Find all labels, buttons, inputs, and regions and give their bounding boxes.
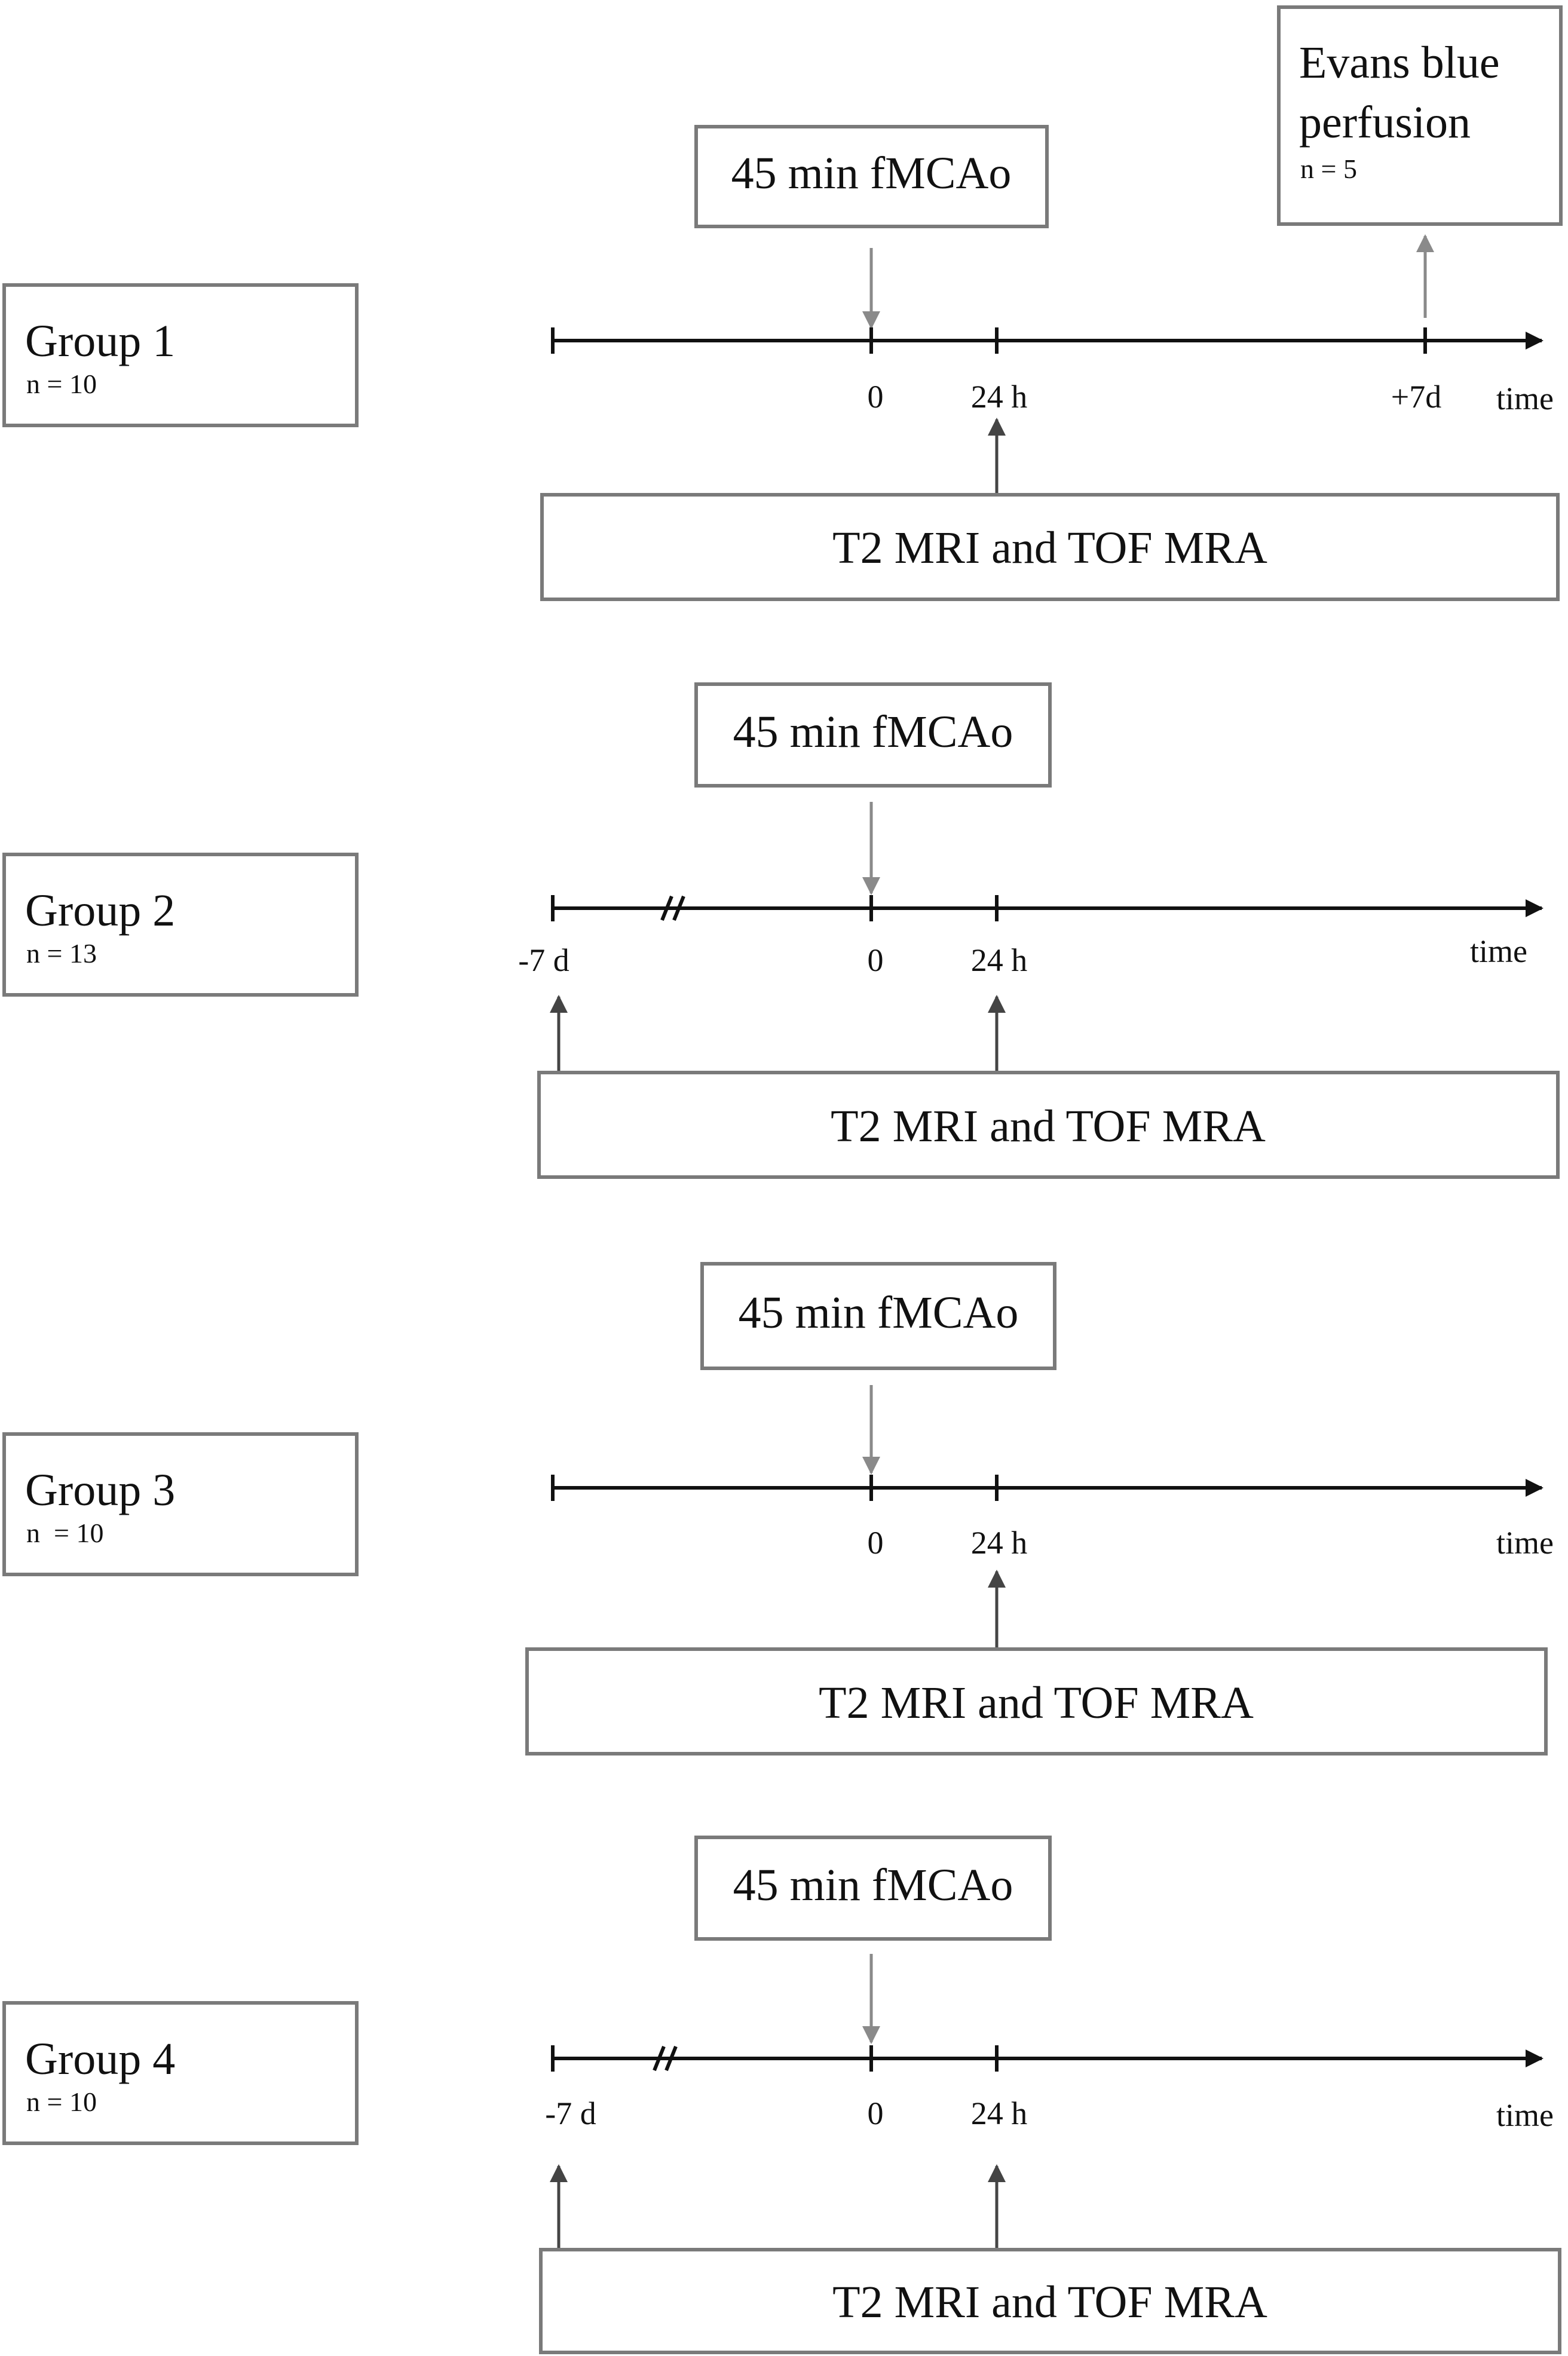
group-1-n: n = 10 [26, 369, 97, 399]
group-1-imaging-label: T2 MRI and TOF MRA [832, 523, 1267, 573]
group-4-panel: Group 4 n = 10 45 min fMCAo -7 d 0 24 h … [2, 1836, 1561, 2354]
group-1-panel: Group 1 n = 10 45 min fMCAo Evans blue p… [2, 5, 1563, 601]
group-3-tick-label-24h: 24 h [971, 1525, 1028, 1561]
group-3-imaging-box: T2 MRI and TOF MRA [525, 1647, 1548, 1755]
group-4-label-box: Group 4 n = 10 [2, 2001, 359, 2145]
group-2-label: Group 2 [25, 886, 175, 936]
group-1-tick-label-24h: 24 h [971, 379, 1028, 415]
group-4-tick-label-24h: 24 h [971, 2095, 1028, 2131]
group-2-time-axis [551, 895, 1544, 921]
group-4-imaging-box: T2 MRI and TOF MRA [539, 2248, 1561, 2354]
group-4-tick-label-0: 0 [868, 2095, 884, 2131]
group-2-tick-label-0: 0 [868, 942, 884, 978]
group-3-time-axis [551, 1475, 1544, 1501]
group-1-time-axis [551, 327, 1544, 354]
group-1-evans-blue-box: Evans blue perfusion n = 5 [1277, 5, 1563, 226]
group-1-tick-label-7d: +7d [1391, 379, 1441, 415]
group-1-evans-blue-n: n = 5 [1300, 154, 1357, 184]
group-2-label-box: Group 2 n = 13 [2, 853, 359, 997]
group-4-label: Group 4 [25, 2034, 175, 2084]
group-1-occlusion-label: 45 min fMCAo [731, 148, 1012, 198]
group-2-imaging-label: T2 MRI and TOF MRA [831, 1101, 1266, 1151]
group-4-occlusion-box: 45 min fMCAo [694, 1836, 1052, 1941]
group-2-imaging-box: T2 MRI and TOF MRA [537, 1071, 1560, 1179]
group-1-imaging-box: T2 MRI and TOF MRA [540, 493, 1560, 601]
group-4-n: n = 10 [26, 2087, 97, 2117]
group-3-occlusion-label: 45 min fMCAo [739, 1288, 1019, 1338]
group-1-tick-label-0: 0 [868, 379, 884, 415]
group-2-n: n = 13 [26, 938, 97, 969]
group-3-label: Group 3 [25, 1465, 175, 1515]
group-2-panel: Group 2 n = 13 45 min fMCAo -7 d 0 24 h … [2, 682, 1560, 1179]
group-2-tick-label-minus7d: -7 d [518, 942, 569, 978]
group-2-occlusion-label: 45 min fMCAo [733, 707, 1013, 757]
group-2-occlusion-box: 45 min fMCAo [694, 682, 1052, 788]
group-1-label-box: Group 1 n = 10 [2, 283, 359, 427]
group-3-tick-label-0: 0 [868, 1525, 884, 1561]
group-4-time-label: time [1496, 2097, 1554, 2133]
group-1-occlusion-box: 45 min fMCAo [694, 125, 1049, 228]
group-1-time-label: time [1496, 381, 1554, 416]
group-4-time-axis [551, 2045, 1544, 2072]
group-1-label: Group 1 [25, 316, 175, 366]
group-3-time-label: time [1496, 1525, 1554, 1561]
group-3-occlusion-box: 45 min fMCAo [700, 1262, 1056, 1370]
group-2-axis-break-icon [660, 895, 685, 921]
group-1-evans-blue-title-line2: perfusion [1299, 97, 1471, 148]
group-4-imaging-label: T2 MRI and TOF MRA [832, 2277, 1267, 2327]
group-3-panel: Group 3 n = 10 45 min fMCAo 0 24 h time … [2, 1262, 1554, 1755]
group-2-time-label: time [1470, 933, 1527, 969]
group-1-evans-blue-title-line1: Evans blue [1299, 38, 1500, 88]
group-3-label-box: Group 3 n = 10 [2, 1432, 359, 1576]
group-2-tick-label-24h: 24 h [971, 942, 1028, 978]
group-3-n: n = 10 [26, 1518, 103, 1548]
group-4-tick-label-minus7d: -7 d [545, 2095, 596, 2131]
group-4-occlusion-label: 45 min fMCAo [733, 1860, 1013, 1910]
group-3-imaging-label: T2 MRI and TOF MRA [819, 1678, 1254, 1728]
group-4-axis-break-icon [653, 2045, 678, 2072]
